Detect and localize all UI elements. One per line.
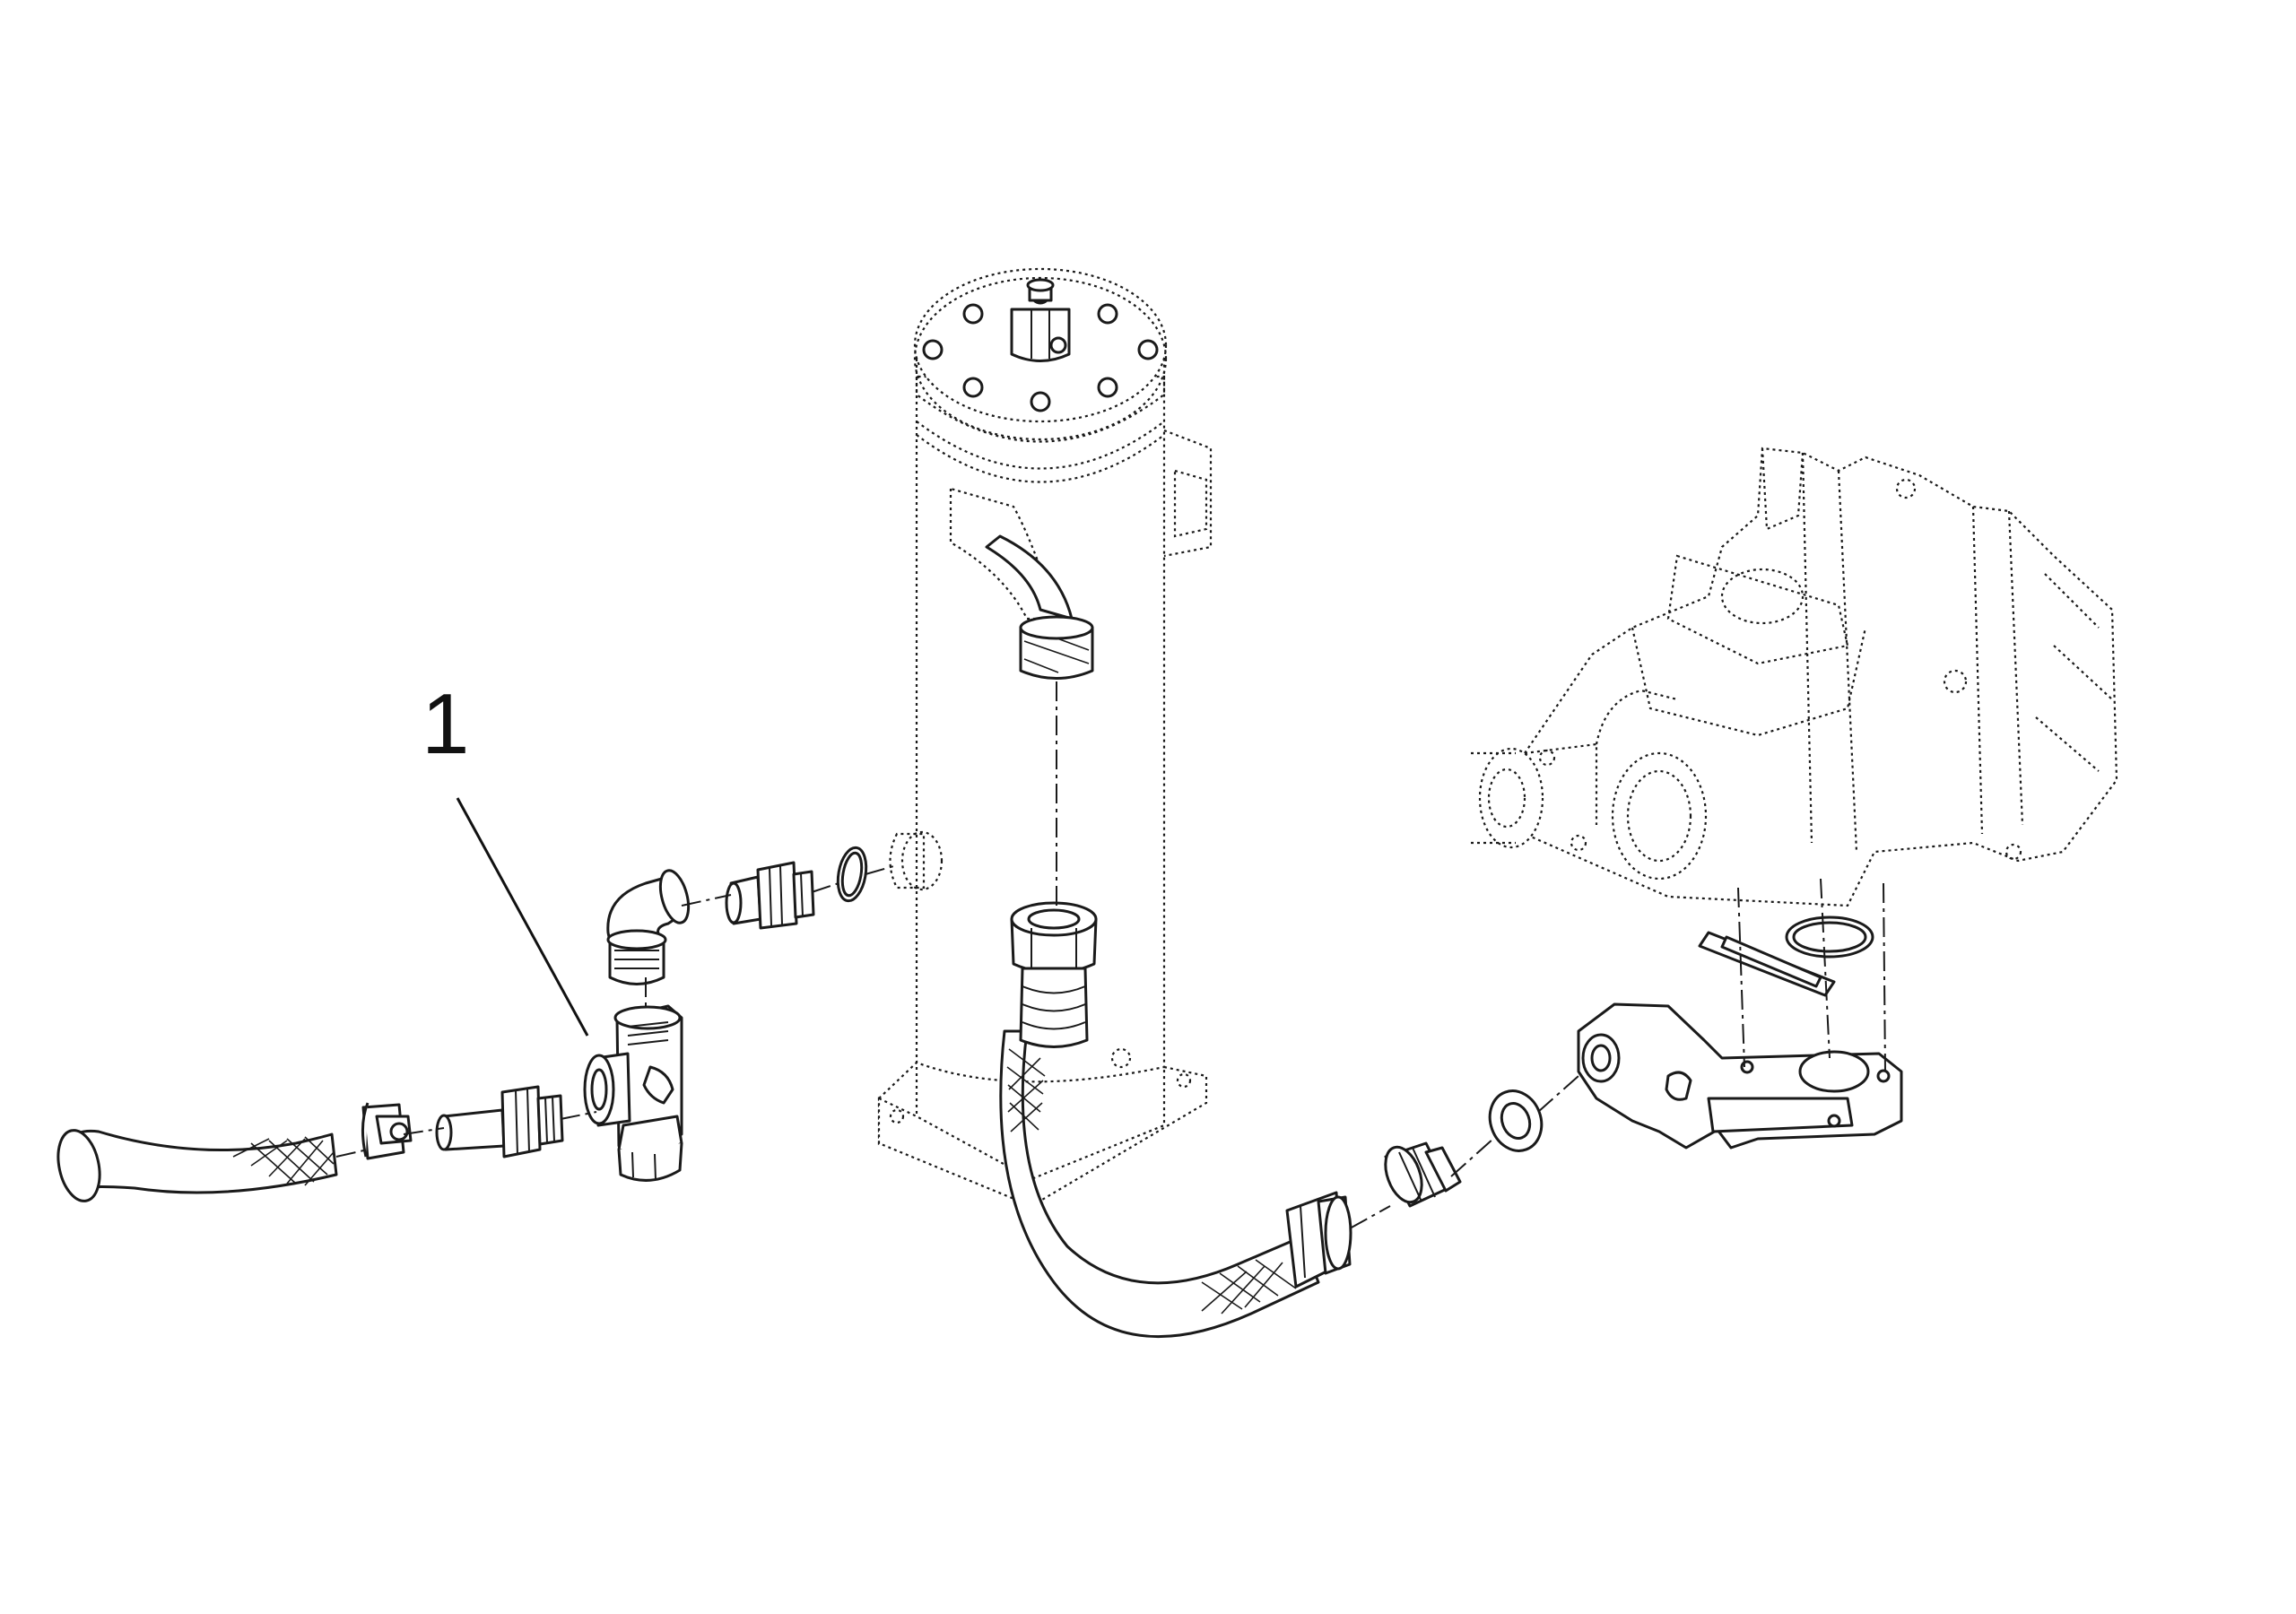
hose-barb-fitting bbox=[435, 1085, 564, 1158]
callout-label: 1 bbox=[422, 676, 469, 772]
air-end-compressor bbox=[1471, 447, 2118, 907]
oil-manifold-block bbox=[1577, 1002, 1903, 1150]
scavenge-tube bbox=[985, 534, 1094, 680]
elbow-fitting bbox=[606, 869, 691, 985]
hose-clamp bbox=[361, 1102, 413, 1160]
sealing-washer bbox=[1488, 1089, 1544, 1152]
gasket-plate bbox=[1698, 931, 1836, 997]
o-ring-manifold bbox=[1785, 915, 1874, 959]
o-ring-left bbox=[836, 846, 868, 903]
inlet-hose bbox=[57, 1129, 338, 1202]
tank-lid-bolts bbox=[922, 283, 1159, 412]
tank-top-plug bbox=[1010, 278, 1071, 362]
callout-leader-line bbox=[456, 797, 589, 1037]
callout-1: 1 bbox=[422, 676, 589, 1037]
adapter-fitting-right bbox=[1384, 1141, 1462, 1208]
tee-fitting bbox=[583, 1004, 683, 1182]
pipe-nipple bbox=[725, 861, 815, 930]
assembly-center-lines bbox=[335, 681, 1886, 1229]
flexible-hose bbox=[999, 901, 1352, 1339]
